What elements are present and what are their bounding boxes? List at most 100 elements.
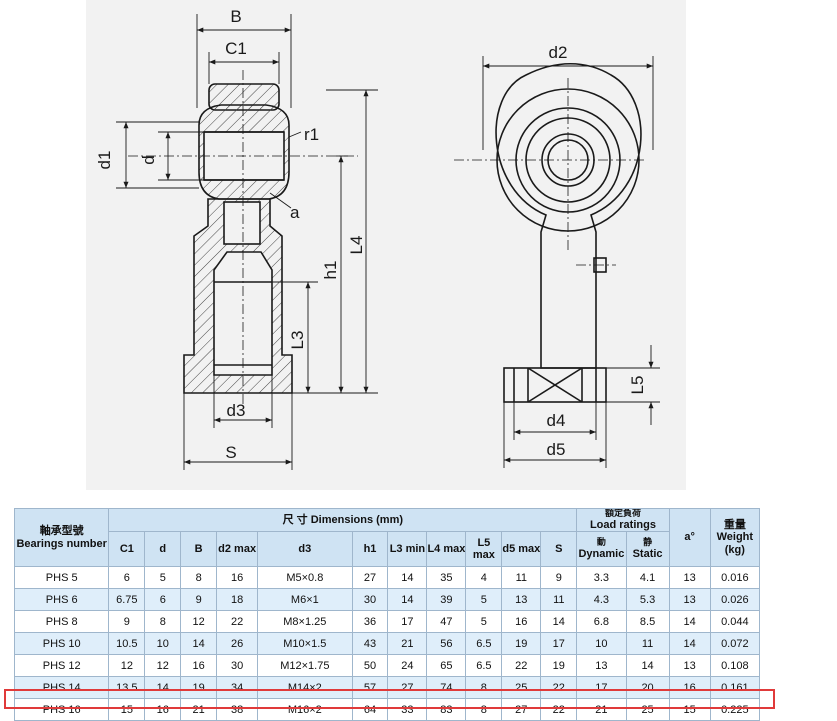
label-S: S bbox=[225, 443, 236, 462]
table-cell: 43 bbox=[351, 632, 389, 655]
label-a: a bbox=[290, 203, 300, 222]
table-cell: 19 bbox=[540, 654, 578, 677]
table-cell: 0.108 bbox=[709, 654, 761, 677]
technical-drawing: B C1 d1 d r1 a L4 h1 L3 d3 S bbox=[86, 0, 686, 490]
table-cell: 8.5 bbox=[625, 610, 670, 633]
table-cell: 20 bbox=[625, 676, 670, 699]
table-cell: 13 bbox=[668, 588, 711, 611]
table-cell: 12 bbox=[180, 610, 218, 633]
header-load-ratings: 額定負荷 Load ratings bbox=[576, 508, 670, 532]
table-cell: 10.5 bbox=[108, 632, 146, 655]
label-L3: L3 bbox=[288, 331, 307, 350]
table-cell: 34 bbox=[216, 676, 259, 699]
table-cell: M10×1.5 bbox=[257, 632, 353, 655]
table-cell: 22 bbox=[540, 676, 578, 699]
table-cell: 5.3 bbox=[625, 588, 670, 611]
table-cell: 8 bbox=[144, 610, 182, 633]
table-cell: 65 bbox=[426, 654, 467, 677]
bearing-number-cell: PHS 10 bbox=[13, 632, 110, 655]
table-cell: 47 bbox=[426, 610, 467, 633]
table-cell: 15 bbox=[668, 698, 711, 721]
table-cell: 21 bbox=[576, 698, 627, 721]
table-cell: M14×2 bbox=[257, 676, 353, 699]
bearing-number-cell: PHS 16 bbox=[13, 698, 110, 721]
table-cell: 13 bbox=[668, 566, 711, 589]
section-view bbox=[183, 83, 293, 394]
table-cell: 22 bbox=[540, 698, 578, 721]
col-header: L3 min bbox=[387, 531, 428, 567]
bearing-number-cell: PHS 14 bbox=[13, 676, 110, 699]
table-cell: 9 bbox=[540, 566, 578, 589]
table-cell: 0.161 bbox=[709, 676, 761, 699]
table-cell: 27 bbox=[351, 566, 389, 589]
table-cell: 16 bbox=[501, 610, 542, 633]
table-cell: 10 bbox=[144, 632, 182, 655]
table-cell: 6 bbox=[108, 566, 146, 589]
label-B: B bbox=[230, 7, 241, 26]
table-cell: 10 bbox=[576, 632, 627, 655]
table-cell: 17 bbox=[387, 610, 428, 633]
table-cell: 4 bbox=[465, 566, 503, 589]
label-d5: d5 bbox=[547, 440, 566, 459]
col-header: d2 max bbox=[216, 531, 259, 567]
table-cell: 38 bbox=[216, 698, 259, 721]
header-weight-en: Weight (kg) bbox=[716, 531, 754, 556]
table-cell: 22 bbox=[216, 610, 259, 633]
table-cell: 0.026 bbox=[709, 588, 761, 611]
table-cell: 11 bbox=[501, 566, 542, 589]
table-cell: 30 bbox=[216, 654, 259, 677]
table-cell: 36 bbox=[351, 610, 389, 633]
header-dimensions: 尺 寸 Dimensions (mm) bbox=[108, 508, 578, 532]
table-cell: 5 bbox=[465, 610, 503, 633]
table-cell: 3.3 bbox=[576, 566, 627, 589]
label-r1: r1 bbox=[304, 125, 319, 144]
table-cell: 5 bbox=[144, 566, 182, 589]
label-d2: d2 bbox=[549, 43, 568, 62]
table-cell: 27 bbox=[387, 676, 428, 699]
bearing-number-cell: PHS 6 bbox=[13, 588, 110, 611]
specification-table: 軸承型號 Bearings number 尺 寸 Dimensions (mm)… bbox=[13, 508, 761, 721]
header-weight-zh: 重量 bbox=[723, 519, 746, 532]
col-header: S bbox=[540, 531, 578, 567]
table-cell: 57 bbox=[351, 676, 389, 699]
table-cell: 30 bbox=[351, 588, 389, 611]
table-cell: 0.225 bbox=[709, 698, 761, 721]
table-cell: 22 bbox=[501, 654, 542, 677]
table-cell: 14 bbox=[180, 632, 218, 655]
table-cell: 13 bbox=[576, 654, 627, 677]
header-static-zh: 静 bbox=[643, 537, 653, 547]
table-cell: 11 bbox=[625, 632, 670, 655]
header-static-en: Static bbox=[632, 547, 663, 560]
table-cell: 0.016 bbox=[709, 566, 761, 589]
header-bearing-en: Bearings number bbox=[16, 537, 107, 550]
header-bearing-zh: 軸承型號 bbox=[39, 525, 84, 538]
table-cell: 16 bbox=[144, 698, 182, 721]
table-cell: 0.072 bbox=[709, 632, 761, 655]
table-cell: 8 bbox=[180, 566, 218, 589]
table-cell: 16 bbox=[180, 654, 218, 677]
header-dynamic-zh: 動 bbox=[596, 537, 606, 547]
table-cell: 13 bbox=[668, 654, 711, 677]
header-angle: a° bbox=[668, 508, 711, 567]
col-header: C1 bbox=[108, 531, 146, 567]
table-cell: 6.5 bbox=[465, 632, 503, 655]
table-cell: M8×1.25 bbox=[257, 610, 353, 633]
table-cell: 83 bbox=[426, 698, 467, 721]
table-cell: M6×1 bbox=[257, 588, 353, 611]
table-cell: 4.3 bbox=[576, 588, 627, 611]
table-cell: 6.5 bbox=[465, 654, 503, 677]
table-cell: 33 bbox=[387, 698, 428, 721]
table-cell: 19 bbox=[180, 676, 218, 699]
table-cell: 9 bbox=[180, 588, 218, 611]
table-cell: 35 bbox=[426, 566, 467, 589]
table-cell: 25 bbox=[501, 676, 542, 699]
bearing-number-cell: PHS 8 bbox=[13, 610, 110, 633]
table-cell: 5 bbox=[465, 588, 503, 611]
bearing-number-cell: PHS 5 bbox=[13, 566, 110, 589]
header-load-zh: 額定負荷 bbox=[604, 508, 641, 518]
col-header: L4 max bbox=[426, 531, 467, 567]
col-header: L5 max bbox=[465, 531, 503, 567]
